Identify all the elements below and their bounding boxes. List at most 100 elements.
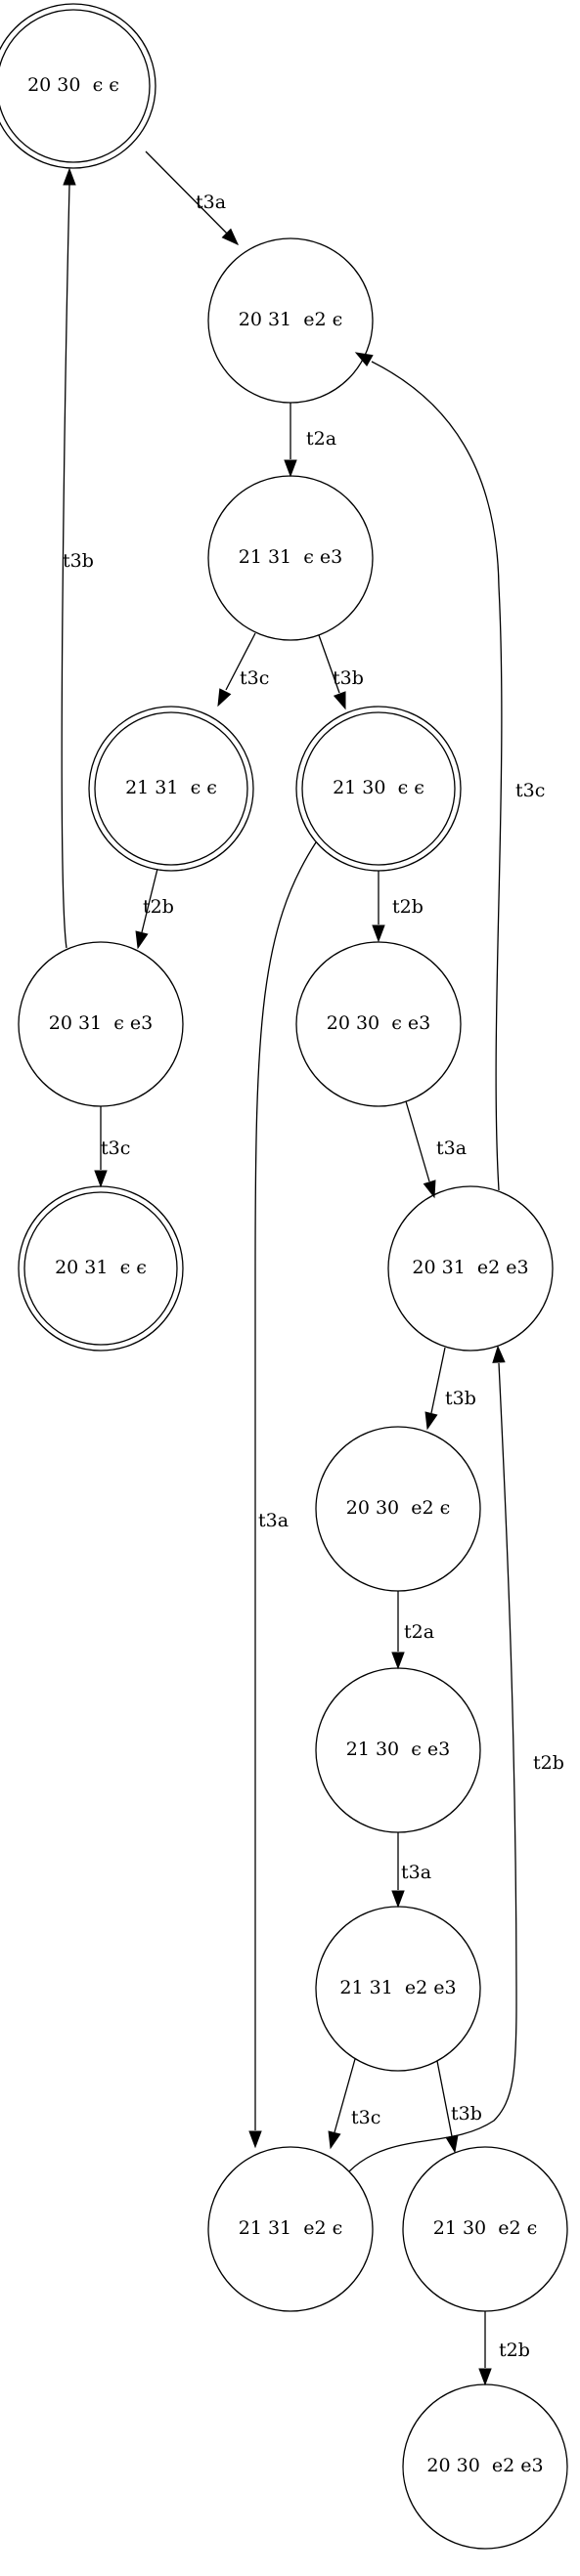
edge-line — [334, 2058, 356, 2133]
edge-label: t3b — [445, 1388, 476, 1409]
state-label: 21 31 e2 ϵ — [239, 2217, 343, 2239]
state-circle — [207, 475, 374, 641]
edge-label: t3a — [401, 1862, 431, 1883]
state-node-n4: 21 31 ϵ ϵ — [88, 706, 254, 872]
edge-line — [225, 632, 256, 691]
state-circle — [207, 237, 374, 404]
edge-n12-n13: t3c — [328, 2058, 380, 2150]
state-node-n3: 21 31 ϵ e3 — [207, 475, 374, 641]
arrowhead-icon — [391, 1652, 405, 1670]
edge-line — [348, 1362, 517, 2172]
state-node-n8: 20 31 ϵ ϵ — [18, 1185, 184, 1352]
edge-line — [254, 841, 317, 2130]
state-node-n9: 20 31 e2 e3 — [387, 1185, 554, 1352]
arrowhead-icon — [221, 228, 240, 246]
edge-label: t2b — [392, 896, 424, 918]
edge-label: t3c — [515, 780, 545, 801]
edge-label: t3b — [63, 550, 94, 572]
arrowhead-icon — [248, 2130, 262, 2149]
edge-label: t3b — [333, 667, 364, 689]
edge-line — [318, 634, 340, 694]
state-circle — [0, 3, 156, 169]
edge-label: t3a — [258, 1510, 289, 1531]
state-node-n10: 20 30 e2 ϵ — [315, 1426, 481, 1592]
state-circle — [315, 1426, 481, 1592]
edge-label: t3a — [196, 192, 226, 213]
edge-n9-n2: t3c — [354, 352, 545, 1191]
state-label: 21 30 ϵ ϵ — [333, 777, 424, 798]
state-node-n6: 20 31 ϵ e3 — [18, 941, 184, 1107]
arrowhead-icon — [63, 167, 76, 186]
state-node-n5: 21 30 ϵ ϵ — [295, 706, 462, 872]
state-node-n2: 20 31 e2 ϵ — [207, 237, 374, 404]
state-label: 20 31 ϵ e3 — [49, 1012, 154, 1034]
state-label: 20 31 ϵ ϵ — [55, 1257, 147, 1278]
state-label: 21 31 ϵ e3 — [239, 546, 343, 568]
edge-label: t2a — [306, 428, 336, 450]
state-node-n13: 21 31 e2 ϵ — [207, 2146, 374, 2312]
edge-n5-n7: t2b — [372, 871, 424, 943]
arrowhead-icon — [492, 1345, 506, 1363]
arrowhead-icon — [372, 924, 385, 943]
edge-n2-n3: t2a — [284, 403, 336, 478]
nodes-layer: 20 30 ϵ ϵ 20 31 e2 ϵ 21 31 ϵ e3 21 31 ϵ ϵ 21… — [0, 3, 568, 2550]
state-circle — [207, 2146, 374, 2312]
state-label: 21 30 ϵ e3 — [346, 1739, 451, 1760]
final-state-ring — [94, 711, 248, 866]
edge-line — [430, 1347, 446, 1414]
final-state-ring — [23, 1191, 178, 1346]
edge-n11-n12: t3a — [391, 1832, 431, 1909]
edge-label: t3a — [436, 1138, 467, 1159]
edge-label: t2b — [143, 896, 174, 918]
state-label: 20 30 ϵ e3 — [327, 1012, 431, 1034]
edges-layer: t3a t2a t3c t3b t2b t3b t3c t2b t3a t3a t3c t3b t2a t… — [61, 150, 564, 2386]
edge-n4-n6: t2b — [135, 868, 174, 950]
edge-label: t2a — [404, 1621, 434, 1643]
edge-n1-n2: t3a — [145, 150, 240, 246]
edge-line — [61, 184, 70, 949]
edge-n9-n10: t3b — [424, 1347, 476, 1431]
state-node-n12: 21 31 e2 e3 — [315, 1906, 481, 2072]
arrowhead-icon — [135, 930, 149, 950]
arrowhead-icon — [391, 1890, 405, 1909]
state-circle — [402, 2146, 568, 2312]
edge-label: t2b — [533, 1752, 564, 1774]
state-circle — [88, 706, 254, 872]
state-label: 20 30 e2 e3 — [426, 2455, 543, 2476]
edge-n6-n8: t3c — [94, 1106, 130, 1188]
state-node-n7: 20 30 ϵ e3 — [295, 941, 462, 1107]
edge-n13-n9: t2b — [348, 1345, 564, 2172]
edge-n14-n15: t2b — [478, 2311, 530, 2386]
state-circle — [315, 1667, 481, 1833]
edge-label: t2b — [499, 2340, 530, 2361]
edge-n6-n1: t3b — [61, 167, 94, 949]
state-node-n1: 20 30 ϵ ϵ — [0, 3, 156, 169]
edge-label: t3c — [240, 667, 269, 689]
state-circle — [315, 1906, 481, 2072]
arrowhead-icon — [328, 2130, 341, 2150]
edge-line — [141, 868, 158, 933]
edge-line — [145, 150, 239, 245]
state-label: 21 31 e2 e3 — [339, 1977, 456, 1998]
edge-line — [405, 1100, 430, 1182]
edge-label: t3b — [451, 2103, 482, 2125]
arrowhead-icon — [333, 691, 346, 710]
arrowhead-icon — [354, 352, 374, 366]
state-label: 20 31 e2 ϵ — [239, 309, 343, 330]
state-label: 20 30 e2 ϵ — [346, 1497, 451, 1519]
arrowhead-icon — [423, 1180, 436, 1199]
state-label: 21 31 ϵ ϵ — [125, 777, 217, 798]
edge-n12-n14: t3b — [436, 2060, 482, 2154]
arrowhead-icon — [478, 2368, 492, 2386]
edge-line — [436, 2060, 453, 2137]
state-node-n15: 20 30 e2 e3 — [402, 2383, 568, 2550]
arrowhead-icon — [94, 1170, 108, 1188]
edge-n5-n13: t3a — [248, 841, 317, 2149]
state-node-n11: 21 30 ϵ e3 — [315, 1667, 481, 1833]
state-label: 20 31 e2 e3 — [412, 1257, 528, 1278]
edge-n10-n11: t2a — [391, 1591, 434, 1670]
edge-line — [371, 361, 503, 1191]
state-label: 20 30 ϵ ϵ — [27, 74, 119, 96]
edge-n7-n9: t3a — [405, 1100, 467, 1199]
